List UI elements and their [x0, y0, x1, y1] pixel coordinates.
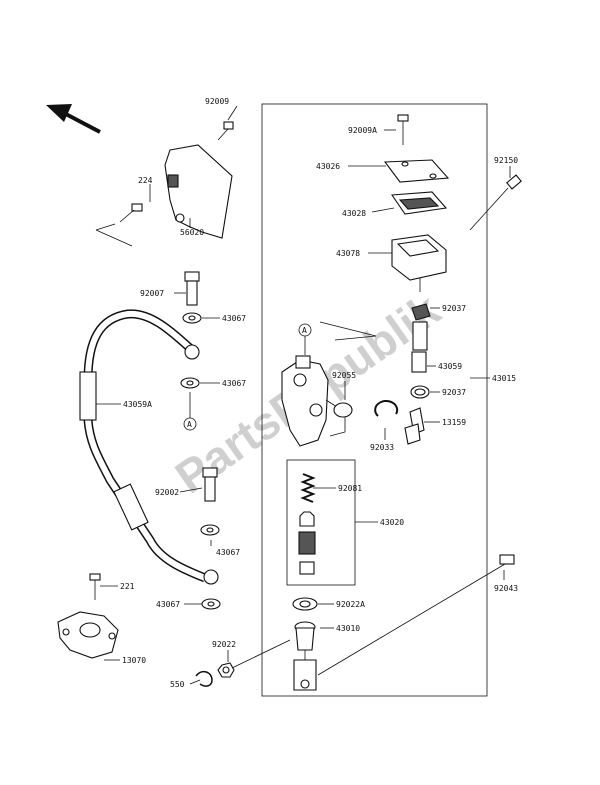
bolt-92002[interactable] [202, 467, 218, 502]
screw-92009A[interactable] [397, 114, 409, 145]
label-92007: 92007 [140, 289, 164, 298]
label-43026: 43026 [316, 162, 340, 171]
label-43028: 43028 [342, 209, 366, 218]
label-92037-lower: 92037 [442, 388, 466, 397]
bolt-92007[interactable] [184, 271, 200, 306]
label-56020: 56020 [180, 228, 204, 237]
bracket-56020[interactable] [164, 144, 233, 239]
leader-lines [96, 105, 511, 685]
pin-92043[interactable] [317, 554, 515, 676]
label-92081: 92081 [338, 484, 362, 493]
label-13070: 13070 [122, 656, 146, 665]
label-221: 221 [120, 582, 135, 591]
boot-92022A[interactable] [292, 597, 318, 611]
label-13159: 13159 [442, 418, 466, 427]
label-92055: 92055 [332, 371, 356, 380]
ref-circle-a-lower [183, 417, 197, 431]
reservoir-43078[interactable] [391, 234, 447, 292]
bolt-92009[interactable] [217, 121, 234, 141]
hose-43059A[interactable] [79, 309, 219, 585]
label-43067-upper: 43067 [222, 314, 246, 323]
label-92150: 92150 [494, 156, 518, 165]
label-224: 224 [138, 176, 153, 185]
label-43020: 43020 [380, 518, 404, 527]
cap-43026[interactable] [383, 159, 450, 183]
label-43067-bottom: 43067 [156, 600, 180, 609]
label-550: 550 [170, 680, 185, 689]
circlip-92033[interactable] [374, 400, 399, 417]
oring-92055[interactable] [333, 402, 353, 418]
screw-221[interactable] [89, 573, 101, 600]
label-92009: 92009 [205, 97, 229, 106]
fitting-13159[interactable] [404, 407, 425, 445]
washer-43067-mid[interactable] [180, 377, 200, 389]
label-92043: 92043 [494, 584, 518, 593]
label-43067-mid: 43067 [222, 379, 246, 388]
cylinder-body[interactable] [281, 355, 329, 447]
nut-92022[interactable] [217, 662, 235, 678]
assembly-frame [261, 103, 488, 697]
diaphragm-43028[interactable] [391, 191, 448, 215]
spring-92081[interactable] [300, 473, 316, 503]
label-a-lower: A [187, 420, 192, 429]
cotter-pin-550[interactable] [195, 670, 213, 687]
clamp-92037-lower[interactable] [410, 385, 430, 399]
label-43010: 43010 [336, 624, 360, 633]
label-92002: 92002 [155, 488, 179, 497]
pushrod-43010[interactable] [293, 621, 317, 691]
arrow-up-left-icon [46, 104, 101, 134]
label-43078: 43078 [336, 249, 360, 258]
label-43015: 43015 [492, 374, 516, 383]
clamp-92037-upper[interactable] [411, 303, 431, 321]
label-92037-upper: 92037 [442, 304, 466, 313]
label-92033: 92033 [370, 443, 394, 452]
label-92009A: 92009A [348, 126, 377, 135]
piston-kit-frame [286, 459, 356, 586]
label-43059: 43059 [438, 362, 462, 371]
label-92022: 92022 [212, 640, 236, 649]
bolt-92150[interactable] [469, 174, 522, 231]
washer-43067-bottom[interactable] [201, 598, 221, 610]
label-43059A: 43059A [123, 400, 152, 409]
washer-43067-lower[interactable] [200, 524, 220, 536]
piston-assembly[interactable] [298, 511, 316, 575]
label-43067-lower: 43067 [216, 548, 240, 557]
washer-43067-upper[interactable] [182, 312, 202, 324]
hose-43059[interactable] [411, 321, 428, 373]
label-a-upper: A [302, 326, 307, 335]
label-92022A: 92022A [336, 600, 365, 609]
bolt-224[interactable] [119, 203, 143, 223]
holder-13070[interactable] [57, 611, 119, 659]
